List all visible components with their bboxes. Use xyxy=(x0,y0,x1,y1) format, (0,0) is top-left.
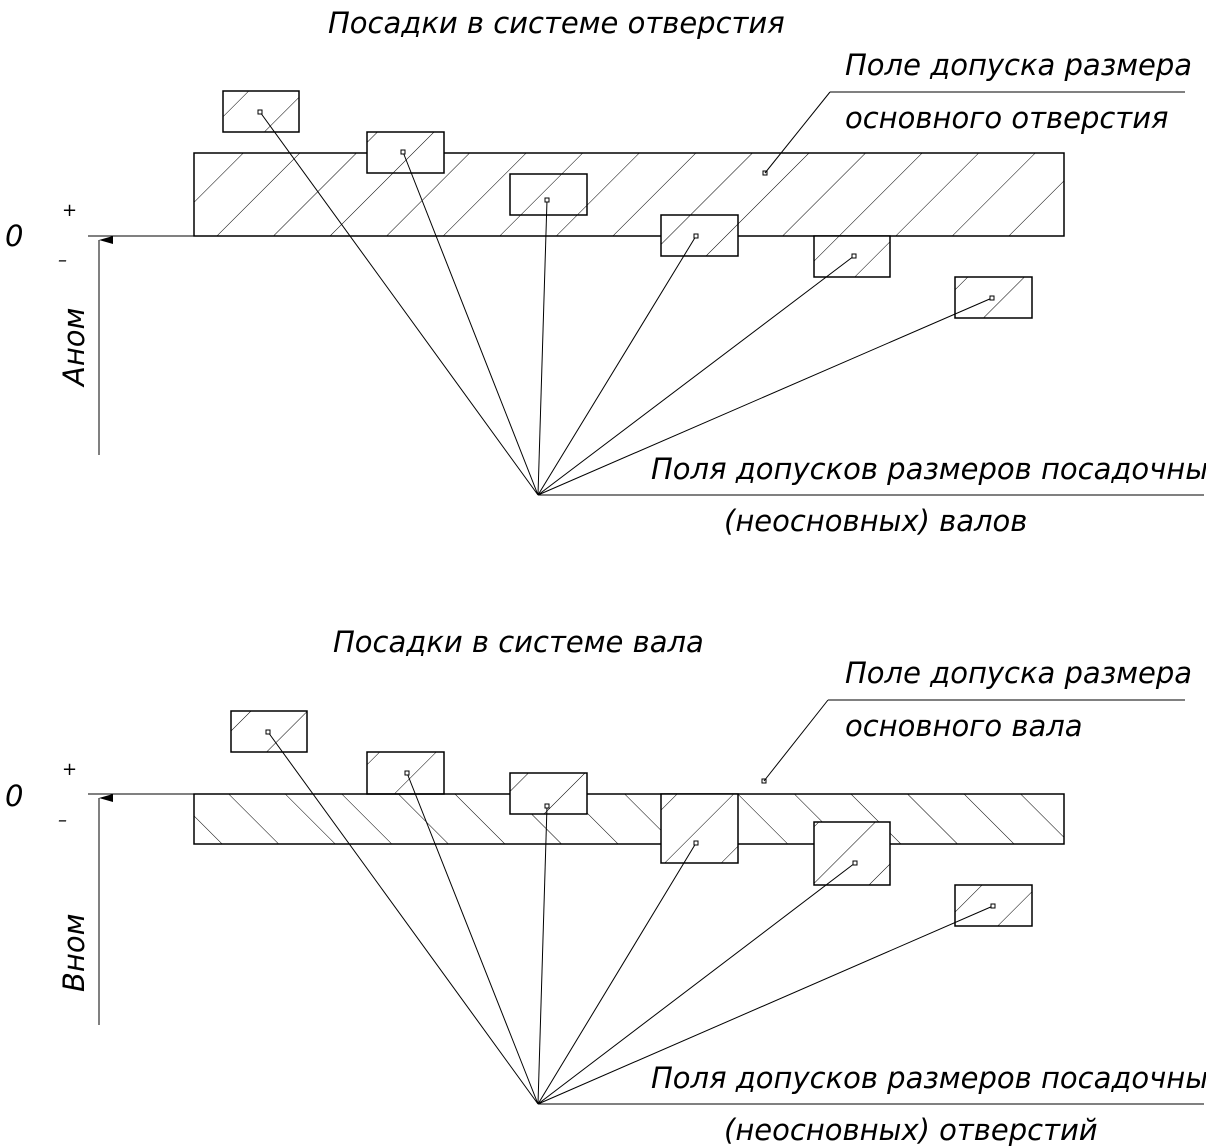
shaft-field-4 xyxy=(660,214,739,257)
fits-label-line2: (неосновных) валов xyxy=(724,504,1027,538)
hole-leaders xyxy=(267,731,1204,1105)
nominal-label: Bном xyxy=(57,914,91,992)
fits-label-line2: (неосновных) отверстий xyxy=(724,1113,1098,1147)
main-field-label-line2: основного отверстия xyxy=(845,101,1169,135)
main-field-label-line1: Поле допуска размера xyxy=(845,48,1192,82)
fits-label-line1: Поля допусков размеров посадочных xyxy=(651,452,1206,486)
main-field-marker xyxy=(762,170,768,176)
hole-system-section: Посадки в системе отверстия 0 + – Aном П… xyxy=(5,6,1206,538)
zero-label: 0 xyxy=(5,779,23,813)
hole-system-title: Посадки в системе отверстия xyxy=(328,6,785,40)
main-hole-tolerance-field xyxy=(193,152,1065,237)
shaft-system-title: Посадки в системе вала xyxy=(333,625,704,659)
main-shaft-tolerance-field xyxy=(193,793,1065,845)
main-field-label-line2: основного вала xyxy=(845,709,1083,743)
hole-field-2 xyxy=(366,751,445,795)
shaft-leaders xyxy=(259,111,1204,496)
nominal-label: Aном xyxy=(57,308,91,388)
fits-label-line1: Поля допусков размеров посадочных xyxy=(651,1061,1206,1095)
shaft-system-section: Посадки в системе вала 0 + – Bном Поле д… xyxy=(5,625,1206,1147)
plus-sign: + xyxy=(62,200,77,221)
hole-field-markers xyxy=(265,729,996,909)
minus-sign: – xyxy=(58,810,67,831)
main-field-leader xyxy=(764,91,831,174)
shaft-field-markers xyxy=(257,109,995,301)
minus-sign: – xyxy=(58,250,67,271)
zero-label: 0 xyxy=(5,219,23,253)
shaft-field-3 xyxy=(509,173,588,216)
hole-field-4 xyxy=(660,793,739,864)
main-field-marker xyxy=(761,778,767,784)
main-field-label-line1: Поле допуска размера xyxy=(845,656,1192,690)
main-field-leader xyxy=(763,699,829,782)
plus-sign: + xyxy=(62,759,77,780)
hole-fields xyxy=(230,710,1033,927)
hole-field-5 xyxy=(813,821,891,886)
shaft-field-2 xyxy=(366,131,445,174)
